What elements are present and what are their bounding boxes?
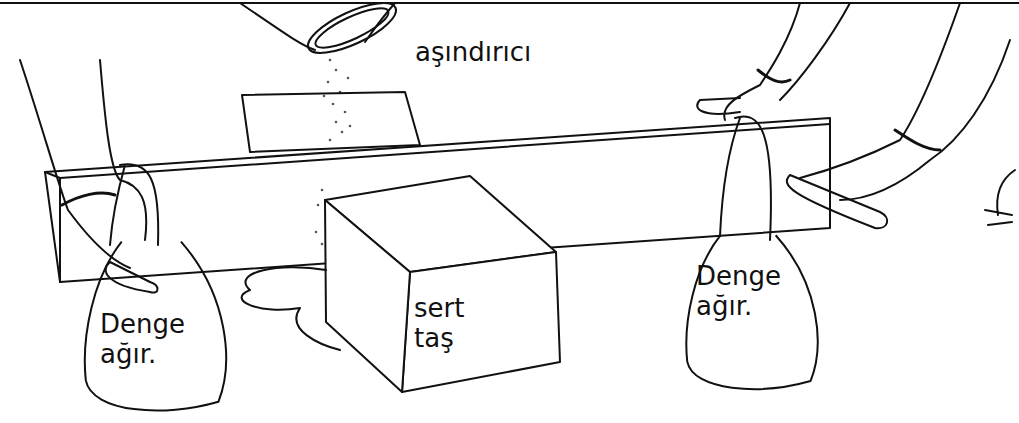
- back-block: [242, 92, 420, 152]
- bowl-rim: [311, 1, 393, 55]
- node-text: sert taş: [414, 294, 504, 354]
- cat-whiskers: [985, 170, 1015, 225]
- left-handle: [106, 262, 158, 293]
- stone-front: [402, 252, 560, 392]
- right-handle-bottom: [787, 175, 887, 228]
- bag-path: [85, 242, 226, 411]
- right-arm-2: [800, 3, 1010, 200]
- balance-weight-bag: Denge ağır.: [680, 232, 825, 394]
- slurry: [242, 267, 340, 350]
- right-arm-1: [724, 3, 850, 120]
- right-strap: [720, 116, 771, 240]
- right-bracelet-1: [758, 70, 790, 82]
- beam-top-edge: [60, 124, 830, 178]
- left-strap: [110, 164, 158, 245]
- right-bracelet-2: [895, 130, 940, 150]
- saw-beam: [45, 118, 830, 282]
- balance-weight-bag: Denge ağır.: [78, 238, 234, 416]
- bag-path: [686, 235, 817, 389]
- left-bracelet: [62, 193, 115, 205]
- node-text: Denge ağır.: [696, 262, 811, 322]
- abrasive-label: aşındırıcı: [412, 38, 534, 68]
- top-line: [0, 2, 1019, 4]
- hard-stone-block: sert taş: [408, 286, 518, 376]
- bowl: [302, 0, 403, 63]
- node-text: Denge ağır.: [100, 310, 220, 370]
- beam-end: [45, 172, 60, 282]
- stone-side: [325, 200, 410, 392]
